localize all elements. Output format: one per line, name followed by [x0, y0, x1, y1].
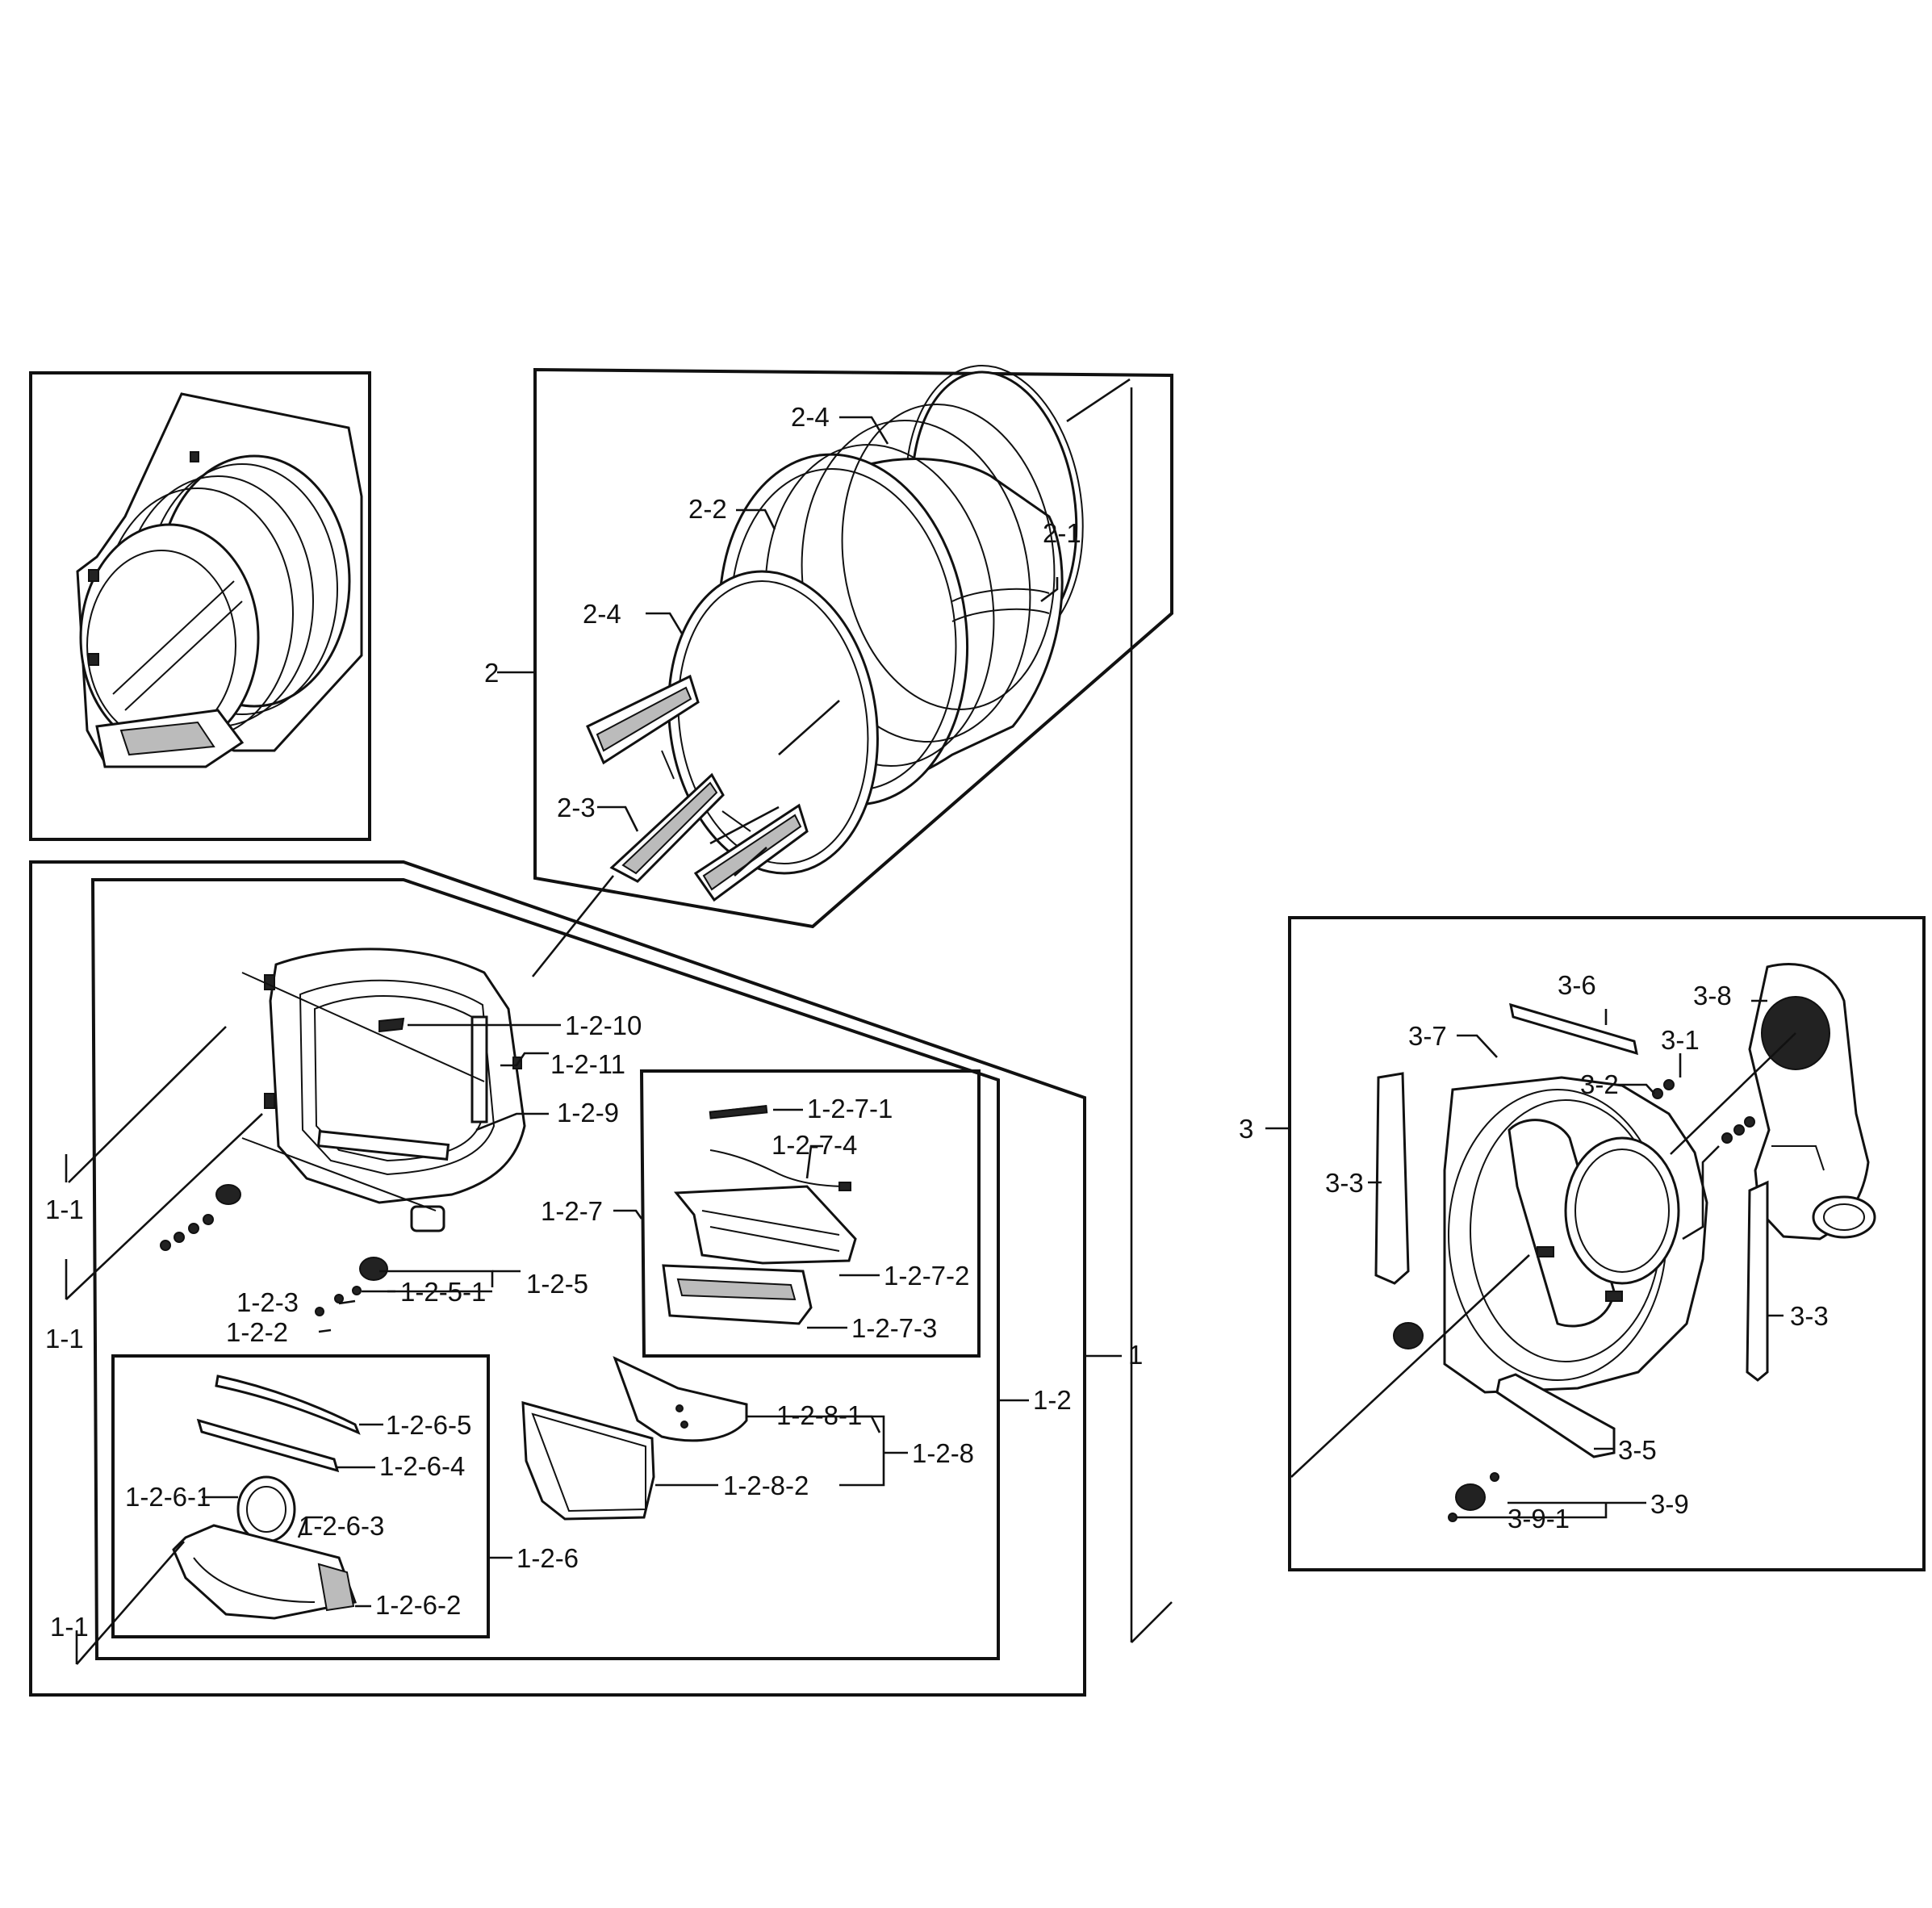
- label-1-2-5-1: 1-2-5-1: [400, 1277, 486, 1307]
- label-3-3-left: 3-3: [1325, 1168, 1364, 1198]
- lint-filter-frame: [521, 1401, 655, 1521]
- label-1-2-6: 1-2-6: [516, 1543, 579, 1573]
- label-2-3: 2-3: [557, 793, 596, 822]
- label-3-5: 3-5: [1618, 1435, 1657, 1465]
- label-1-2: 1-2: [1033, 1385, 1072, 1415]
- left-duct-strip: [1374, 1072, 1410, 1285]
- label-1-2-3: 1-2-3: [236, 1287, 299, 1317]
- overview-frame: [29, 371, 371, 841]
- label-3-1: 3-1: [1661, 1025, 1700, 1055]
- intake-subassembly-frame: [111, 1354, 490, 1638]
- bottom-bracket: [1495, 1373, 1616, 1458]
- label-3-3-right: 3-3: [1790, 1301, 1829, 1331]
- label-1-2-10: 1-2-10: [565, 1010, 642, 1040]
- drum-assembly: [586, 365, 1084, 902]
- label-2-4-left: 2-4: [583, 599, 621, 629]
- label-1-2-7: 1-2-7: [541, 1196, 603, 1226]
- rear-assembly: [1374, 963, 1876, 1522]
- label-1-1-b: 1-1: [45, 1324, 84, 1354]
- overview-assembly: [76, 392, 363, 768]
- lint-filter-parts: [521, 1356, 748, 1521]
- rear-assembly-frame: [1288, 916, 1926, 1571]
- label-1-2-6-4: 1-2-6-4: [379, 1451, 465, 1481]
- intake-parts: [172, 1375, 361, 1620]
- label-3-7: 3-7: [1408, 1021, 1447, 1051]
- front-assembly: [160, 948, 526, 1316]
- right-duct-strip: [1746, 1180, 1769, 1382]
- label-2-1: 2-1: [1043, 518, 1081, 548]
- label-1-2-7-1: 1-2-7-1: [807, 1094, 893, 1123]
- label-3-9-1: 3-9-1: [1508, 1504, 1570, 1534]
- sensor-harness: [709, 1149, 848, 1187]
- intake-duct: [172, 1524, 358, 1620]
- label-1-2-6-3: 1-2-6-3: [299, 1511, 384, 1541]
- front-assembly-outer-frame: [29, 860, 1086, 1697]
- intake-gasket-strip: [215, 1375, 361, 1435]
- lint-duct-upper: [673, 1185, 857, 1265]
- label-1-2-11: 1-2-11: [550, 1049, 625, 1079]
- label-3-2: 3-2: [1580, 1069, 1619, 1099]
- top-bracket: [1509, 1002, 1638, 1056]
- label-3-6: 3-6: [1558, 970, 1596, 1000]
- label-1-2-7-4: 1-2-7-4: [772, 1130, 857, 1160]
- label-1-2-8-1: 1-2-8-1: [776, 1400, 862, 1430]
- label-2-4-top: 2-4: [791, 402, 830, 432]
- label-1-2-6-5: 1-2-6-5: [386, 1410, 471, 1440]
- label-1-1-c: 1-1: [50, 1612, 89, 1642]
- duct-subassembly-frame: [639, 1069, 981, 1358]
- label-1-2-5: 1-2-5: [526, 1269, 588, 1299]
- callout-labels: 2-4 2-2 2-1 2-4 2 2-3 1-2-10 1-2-11 1-2-…: [45, 402, 1829, 1642]
- label-3: 3: [1239, 1114, 1253, 1144]
- label-1-2-8-2: 1-2-8-2: [723, 1471, 809, 1500]
- label-2-2: 2-2: [688, 494, 727, 524]
- label-1-2-7-3: 1-2-7-3: [851, 1313, 937, 1343]
- label-3-8: 3-8: [1693, 981, 1732, 1010]
- label-1-2-2: 1-2-2: [226, 1317, 288, 1347]
- label-1-2-9: 1-2-9: [557, 1098, 619, 1128]
- drum-to-rear-link: [1131, 1601, 1173, 1643]
- label-1: 1: [1128, 1340, 1143, 1370]
- intake-bracket: [196, 1418, 340, 1473]
- duct-parts: [662, 1105, 857, 1325]
- lint-filter-cover: [613, 1356, 748, 1442]
- label-1-1-a: 1-1: [45, 1195, 84, 1224]
- leader-lines: [65, 378, 1796, 1665]
- frames: [29, 367, 1926, 1697]
- label-1-2-8: 1-2-8: [912, 1438, 974, 1468]
- label-1-2-7-2: 1-2-7-2: [884, 1261, 969, 1291]
- front-assembly-inner-frame: [90, 878, 1000, 1660]
- label-1-2-6-1: 1-2-6-1: [125, 1482, 211, 1512]
- drum-assembly-frame: [533, 367, 1173, 929]
- label-3-9: 3-9: [1650, 1489, 1689, 1519]
- label-2: 2: [484, 658, 499, 688]
- label-1-2-6-2: 1-2-6-2: [375, 1590, 461, 1620]
